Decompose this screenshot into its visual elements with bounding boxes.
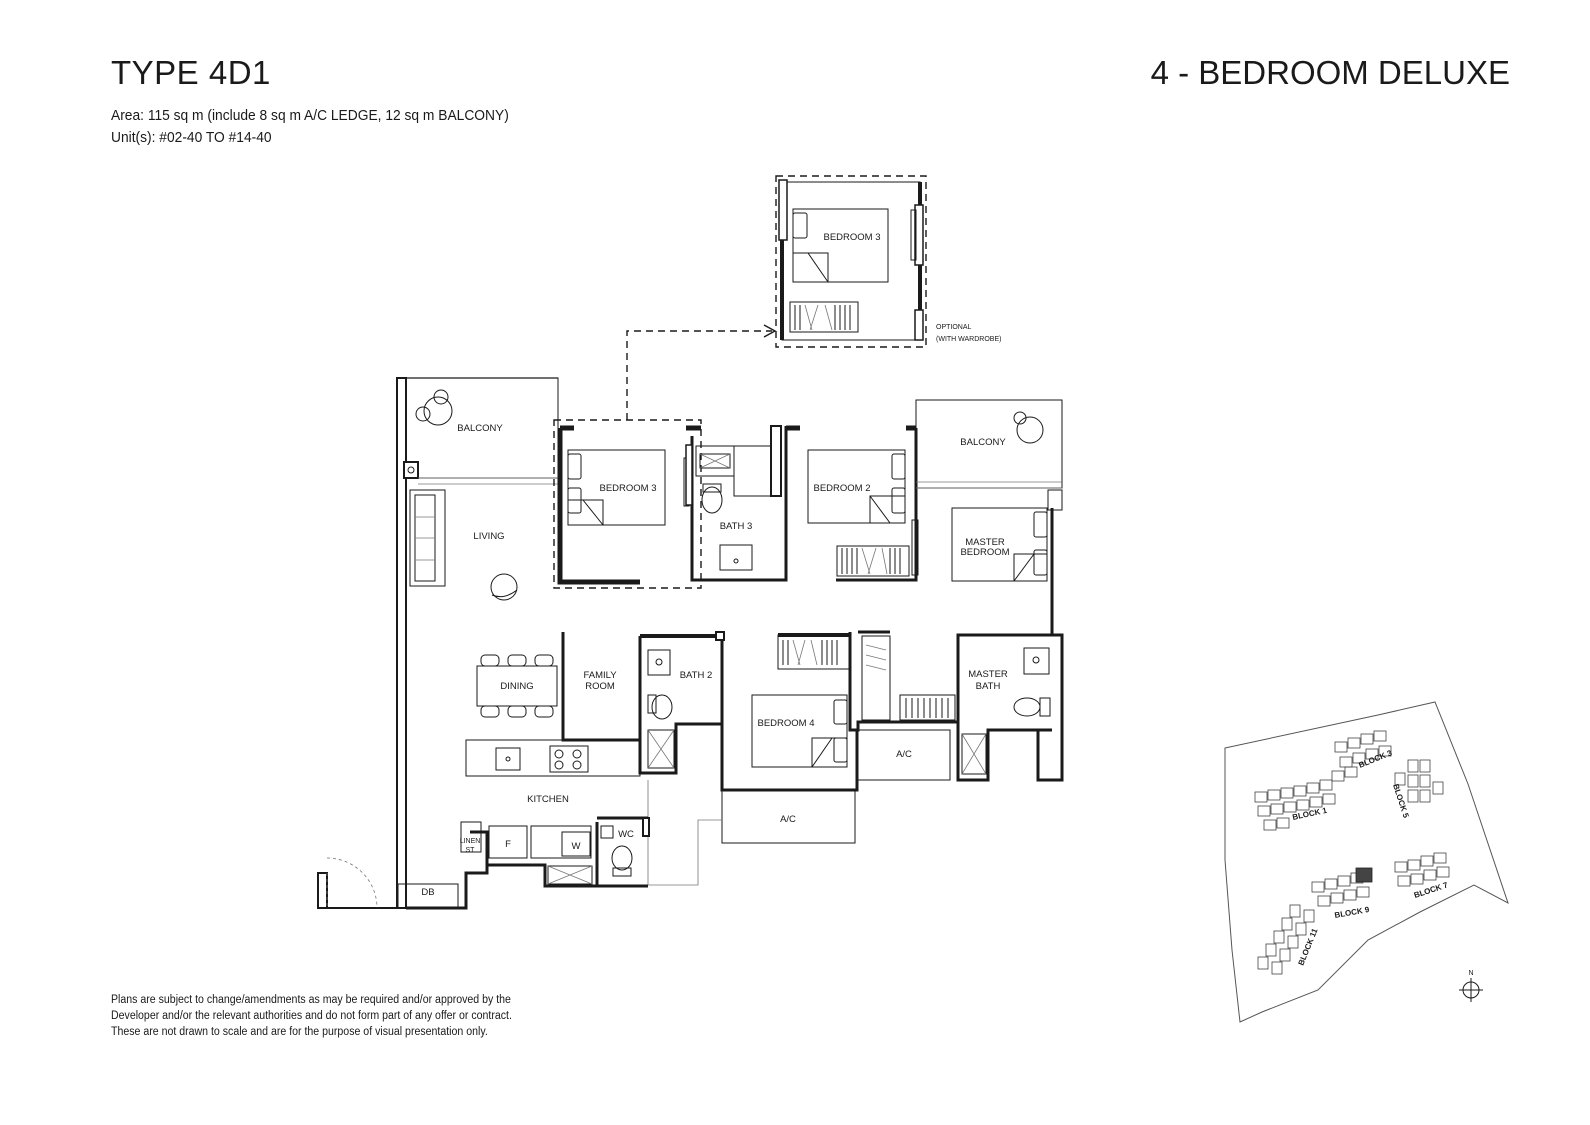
balcony-left: BALCONY <box>415 389 503 434</box>
linen-label-1: LINEN <box>460 838 481 845</box>
bedroom-4: BEDROOM 4 <box>720 633 859 792</box>
washer-label: W <box>572 841 581 852</box>
master-bath-label-2: BATH <box>976 681 1001 692</box>
disclaimer-line-1: Plans are subject to change/amendments a… <box>111 994 511 1006</box>
optional-arrow-head <box>763 324 777 338</box>
unit-location-marker <box>1355 867 1373 883</box>
balcony-right-label: BALCONY <box>960 437 1006 448</box>
north-arrow-icon: N <box>1459 970 1483 1002</box>
balcony-right: BALCONY <box>915 399 1063 489</box>
living-room: LIVING <box>409 489 518 601</box>
optional-bedroom-layout: BEDROOM 3 OPTIONAL (WITH WARDROBE) <box>775 175 1001 348</box>
north-label: N <box>1468 970 1473 977</box>
disclaimer-line-3: These are not drawn to scale and are for… <box>111 1026 488 1038</box>
unit-category-title: 4 - BEDROOM DELUXE <box>1150 54 1510 91</box>
bath-3: BATH 3 <box>685 425 788 582</box>
unit-area: Area: 115 sq m (include 8 sq m A/C LEDGE… <box>111 107 509 124</box>
bedroom2-label: BEDROOM 2 <box>813 483 870 494</box>
balcony-left-label: BALCONY <box>457 423 503 434</box>
wc: WC <box>597 816 650 888</box>
master-bath: MASTER BATH <box>956 633 1064 782</box>
optional-note-line1: OPTIONAL <box>936 324 972 331</box>
wc-label: WC <box>618 829 634 840</box>
block-footprints <box>1254 730 1450 975</box>
master-bedroom: MASTER BEDROOM <box>951 489 1063 645</box>
ac-lower-label: A/C <box>780 814 796 825</box>
master-bedroom-label-1: MASTER <box>965 537 1005 548</box>
outer-walls <box>317 377 559 910</box>
db-label: DB <box>421 887 434 898</box>
master-bedroom-label-2: BEDROOM <box>960 547 1009 558</box>
site-boundary <box>1224 701 1509 1023</box>
bedroom3-label: BEDROOM 3 <box>599 483 656 494</box>
unit-numbers: Unit(s): #02-40 TO #14-40 <box>111 129 272 146</box>
disclaimer: Plans are subject to change/amendments a… <box>111 992 553 1040</box>
linen-label-2: ST <box>466 847 476 854</box>
ac-ledges: A/C A/C <box>647 729 951 886</box>
bedroom-3: BEDROOM 3 <box>553 419 702 589</box>
living-label: LIVING <box>473 531 504 542</box>
master-bath-label-1: MASTER <box>968 669 1008 680</box>
dining-area: DINING <box>476 654 558 718</box>
optional-bedroom3-label: BEDROOM 3 <box>823 232 880 243</box>
family-room-label-1: FAMILY <box>583 670 617 681</box>
optional-arrow <box>626 330 772 420</box>
family-room-label-2: ROOM <box>585 681 615 692</box>
bath-2: BATH 2 <box>638 631 725 775</box>
ac-upper-label: A/C <box>896 749 912 760</box>
fridge-label: F <box>505 839 511 850</box>
kitchen: KITCHEN LINEN ST F W <box>460 739 641 888</box>
unit-type-title: TYPE 4D1 <box>111 54 271 91</box>
bedroom4-label: BEDROOM 4 <box>757 718 814 729</box>
bath3-label: BATH 3 <box>720 521 753 532</box>
optional-note-line2: (WITH WARDROBE) <box>936 336 1001 343</box>
disclaimer-line-2: Developer and/or the relevant authoritie… <box>111 1010 512 1022</box>
kitchen-label: KITCHEN <box>527 794 569 805</box>
dining-label: DINING <box>500 681 533 692</box>
bath2-label: BATH 2 <box>680 670 713 681</box>
